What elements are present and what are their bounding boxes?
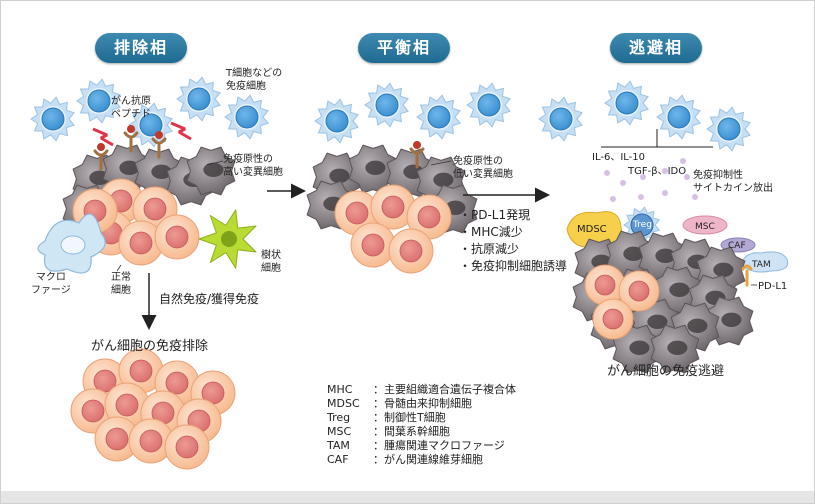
pdl1-label: PD-L1 (758, 281, 788, 292)
tumor-cell (186, 146, 236, 196)
immune-t-cell (76, 78, 121, 124)
cytokine-dot (604, 170, 610, 176)
pdl1-ligand-icon (741, 264, 753, 287)
normal-cell (584, 264, 626, 306)
low-immunogenicity-label: 免疫原性の 低い変異細胞 (453, 156, 513, 180)
abbr-key: TAM (327, 439, 350, 452)
peptide-label: がん抗原 ペプチド (111, 96, 151, 120)
antigen-receptor (151, 131, 167, 159)
macrophage-icon (37, 213, 106, 274)
cytokine-dot (680, 158, 686, 164)
tumor-cell (612, 324, 662, 374)
phase-escape-title: 逃避相 (610, 33, 702, 63)
normal-cell (128, 418, 174, 464)
caf-label: CAF (728, 241, 746, 251)
immune-t-cell (604, 80, 649, 126)
abbr-desc: ：主要組織適合遺伝子複合体 (373, 383, 516, 396)
lightning-icon (92, 127, 114, 147)
cytokine-dot (684, 174, 690, 180)
immune-t-cell (416, 94, 461, 140)
antigen-receptor (93, 143, 109, 171)
abbr-key: MDSC (327, 397, 360, 410)
tam-cell-icon (740, 251, 789, 273)
abbreviation-legend: MHC ：主要組織適合遺伝子複合体 MDSC ：骨髄由来抑制細胞 Treg ：制御性T… (327, 383, 516, 467)
cytokine-dot (640, 174, 646, 180)
immune-t-cell (656, 94, 701, 140)
cytokine-dot (662, 190, 668, 196)
escape-result: がん細胞の免疫逃避 (607, 364, 725, 379)
msc-cell-icon (682, 215, 728, 235)
phase-equilibrium-title: 平衡相 (358, 33, 450, 63)
immune-t-cell (538, 96, 583, 142)
bullet-item: ・免疫抑制細胞誘導 (459, 259, 568, 273)
abbr-key: CAF (327, 453, 349, 466)
cytokine-dot (662, 168, 668, 174)
abbr-desc: ：骨髄由来抑制細胞 (373, 397, 472, 410)
tumor-cell (650, 324, 700, 374)
normal-cell (350, 222, 396, 268)
normal-cell (388, 228, 434, 274)
abbr-desc: ：間葉系幹細胞 (373, 425, 450, 438)
normal-cell (154, 214, 200, 260)
bottom-bar (1, 491, 814, 503)
immune-t-cell (466, 82, 511, 128)
normal-cell (406, 194, 452, 240)
leader-line (430, 160, 452, 166)
tam-label: TAM (752, 260, 771, 270)
abbr-desc: ：腫瘍関連マクロファージ (373, 439, 505, 452)
abbr-desc: ：がん関連線維芽細胞 (373, 453, 483, 466)
normal-cell (592, 298, 634, 340)
antigen-receptor (409, 141, 425, 169)
bullet-item: ・PD-L1発現 (459, 208, 531, 222)
inhibition-bar (601, 129, 713, 148)
abbr-key: Treg (327, 411, 351, 424)
phase-elimination-title: 排除相 (95, 33, 187, 63)
abbr-key: MHC (327, 383, 353, 396)
normal-cell (164, 424, 210, 470)
msc-label: MSC (695, 222, 715, 232)
normal-cell (370, 184, 416, 230)
cytokine-dot (610, 196, 616, 202)
dendritic-cell-label: 樹状 細胞 (261, 250, 281, 274)
cytokines-1-label: IL-6、IL-10 (592, 152, 645, 163)
normal-cell (94, 416, 140, 462)
equilibrium-bullets: ・PD-L1発現 ・MHC減少 ・抗原減少 ・免疫抑制細胞誘導 (459, 207, 567, 275)
immune-t-cell (30, 96, 75, 142)
normal-cell (618, 270, 660, 312)
abbr-key: MSC (327, 425, 352, 438)
high-immunogenicity-label: 免疫原性の 高い変異細胞 (223, 154, 283, 178)
immune-t-cell (364, 82, 409, 128)
cytokine-dot (692, 194, 698, 200)
normal-cell-label: 正常 細胞 (111, 272, 131, 296)
leader-line (206, 160, 224, 166)
immune-t-cell (224, 94, 269, 140)
t-cells-label: T細胞などの 免疫細胞 (226, 68, 283, 92)
innate-adaptive-label: 自然免疫/獲得免疫 (159, 292, 260, 306)
dendritic-cell-icon (198, 209, 257, 269)
immune-t-cell (176, 76, 221, 122)
bullet-item: ・MHC減少 (459, 225, 523, 239)
cytokine-release-label: 免疫抑制性 サイトカイン放出 (693, 170, 773, 194)
normal-cell (104, 382, 150, 428)
elimination-result: がん細胞の免疫排除 (91, 339, 209, 354)
treg-label: Treg (633, 220, 652, 230)
leader-line (116, 264, 122, 272)
normal-cell (118, 220, 164, 266)
cytokine-dot (638, 194, 644, 200)
cytokine-dot (620, 180, 626, 186)
mdsc-label: MDSC (577, 224, 607, 235)
immune-t-cell (706, 106, 751, 152)
abbr-desc: ：制御性T細胞 (373, 411, 446, 424)
immune-t-cell (314, 98, 359, 144)
macrophage-label: マクロ ファージ (31, 272, 71, 296)
bullet-item: ・抗原減少 (459, 242, 520, 256)
antigen-receptor (123, 125, 139, 153)
lightning-icon (170, 121, 192, 141)
cytokines-2-label: TGF-β、IDO (628, 166, 687, 177)
